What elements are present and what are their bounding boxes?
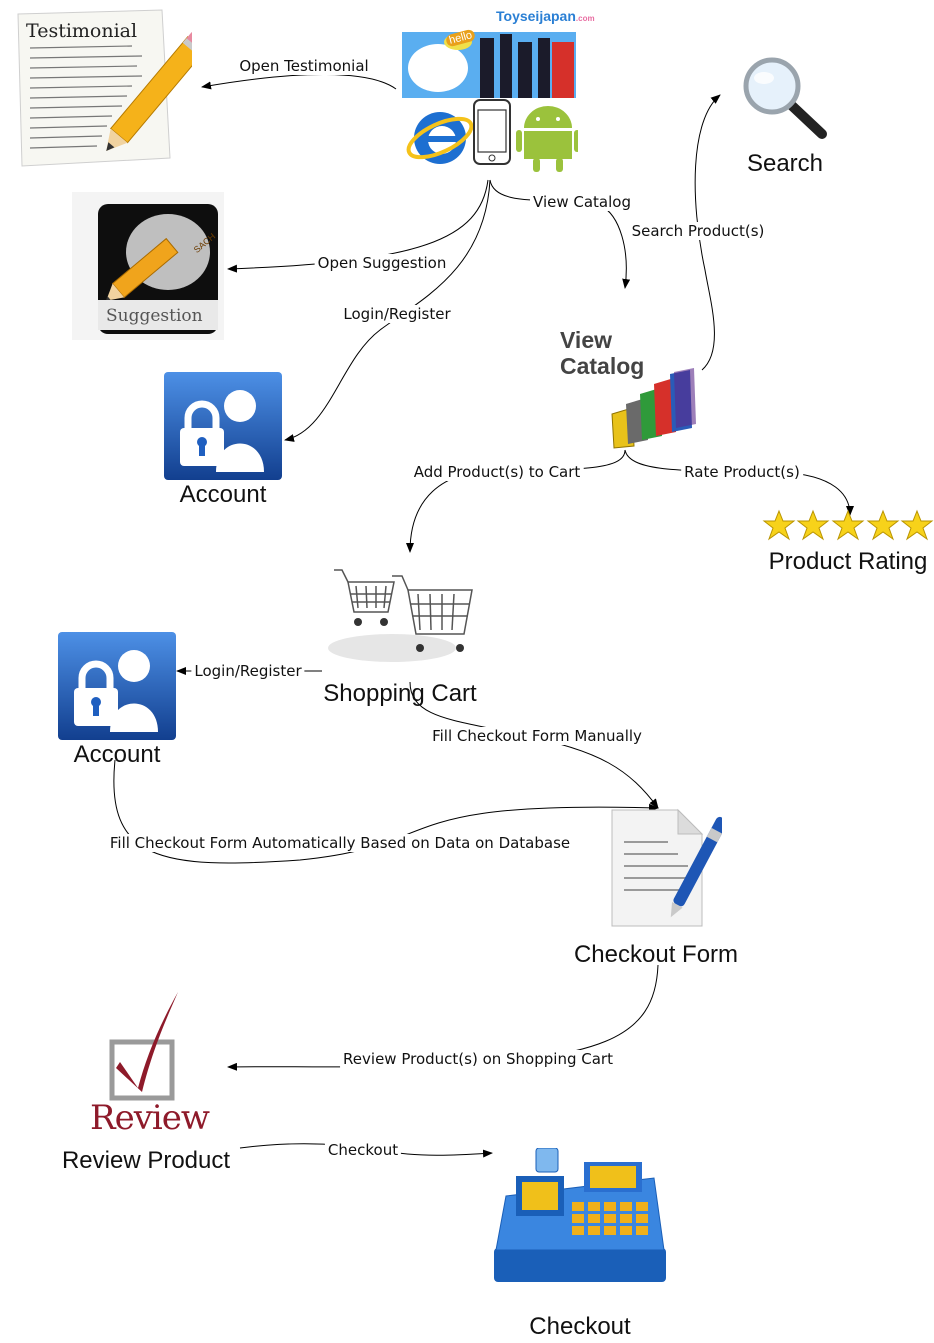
suggestion-label: Suggestion xyxy=(106,306,203,326)
edge-label-open-suggestion: Open Suggestion xyxy=(314,254,450,272)
review-logo-text: Review xyxy=(90,1098,210,1138)
cash-register-icon xyxy=(492,1147,668,1284)
platform-icon: Toyseijapan.com xyxy=(400,8,595,178)
edge-label-review-products: Review Product(s) on Shopping Cart xyxy=(340,1050,616,1068)
review-product-label: Review Product xyxy=(61,1147,231,1174)
edge-label-fill-manual: Fill Checkout Form Manually xyxy=(429,727,645,745)
testimonial-title: Testimonial xyxy=(26,20,138,42)
review-check-icon: Review xyxy=(86,988,210,1138)
catalog-books-icon xyxy=(606,368,702,450)
edge-login-register-top xyxy=(284,179,491,442)
magnifier-icon xyxy=(740,56,830,140)
edge-label-view-catalog: View Catalog xyxy=(530,193,634,211)
edge-label-login-register-left: Login/Register xyxy=(191,662,305,680)
edge-label-fill-auto: Fill Checkout Form Automatically Based o… xyxy=(106,834,574,852)
star-rating-icon xyxy=(762,509,934,543)
edge-label-login-register-top: Login/Register xyxy=(340,305,454,323)
checkout-label: Checkout xyxy=(529,1313,631,1340)
edge-label-open-testimonial: Open Testimonial xyxy=(236,57,372,75)
search-label: Search xyxy=(746,150,824,177)
shopping-cart-label: Shopping Cart xyxy=(323,680,477,707)
checkout-form-label: Checkout Form xyxy=(573,941,739,968)
edge-label-rate-products: Rate Product(s) xyxy=(681,463,803,481)
edge-open-testimonial xyxy=(201,74,397,90)
edge-label-checkout: Checkout xyxy=(324,1141,402,1159)
edge-rate-products xyxy=(624,449,854,516)
account-left-icon xyxy=(58,632,176,740)
view-catalog-label: View Catalog xyxy=(560,327,645,379)
account-top-icon xyxy=(164,372,282,480)
brand-name: Toyseijapan.com xyxy=(496,8,595,24)
testimonial-icon: Testimonial xyxy=(12,8,209,168)
edge-label-search-products: Search Product(s) xyxy=(628,222,768,240)
product-rating-label: Product Rating xyxy=(768,548,928,575)
account-left-label: Account xyxy=(73,741,161,768)
checkout-form-icon xyxy=(608,806,728,930)
edge-open-suggestion xyxy=(227,179,489,273)
suggestion-icon: SACH Suggestion xyxy=(72,192,224,340)
edge-search-products xyxy=(694,94,721,371)
edge-label-add-to-cart: Add Product(s) to Cart xyxy=(410,463,584,481)
shopping-cart-icon xyxy=(322,556,478,666)
account-top-label: Account xyxy=(179,481,267,508)
